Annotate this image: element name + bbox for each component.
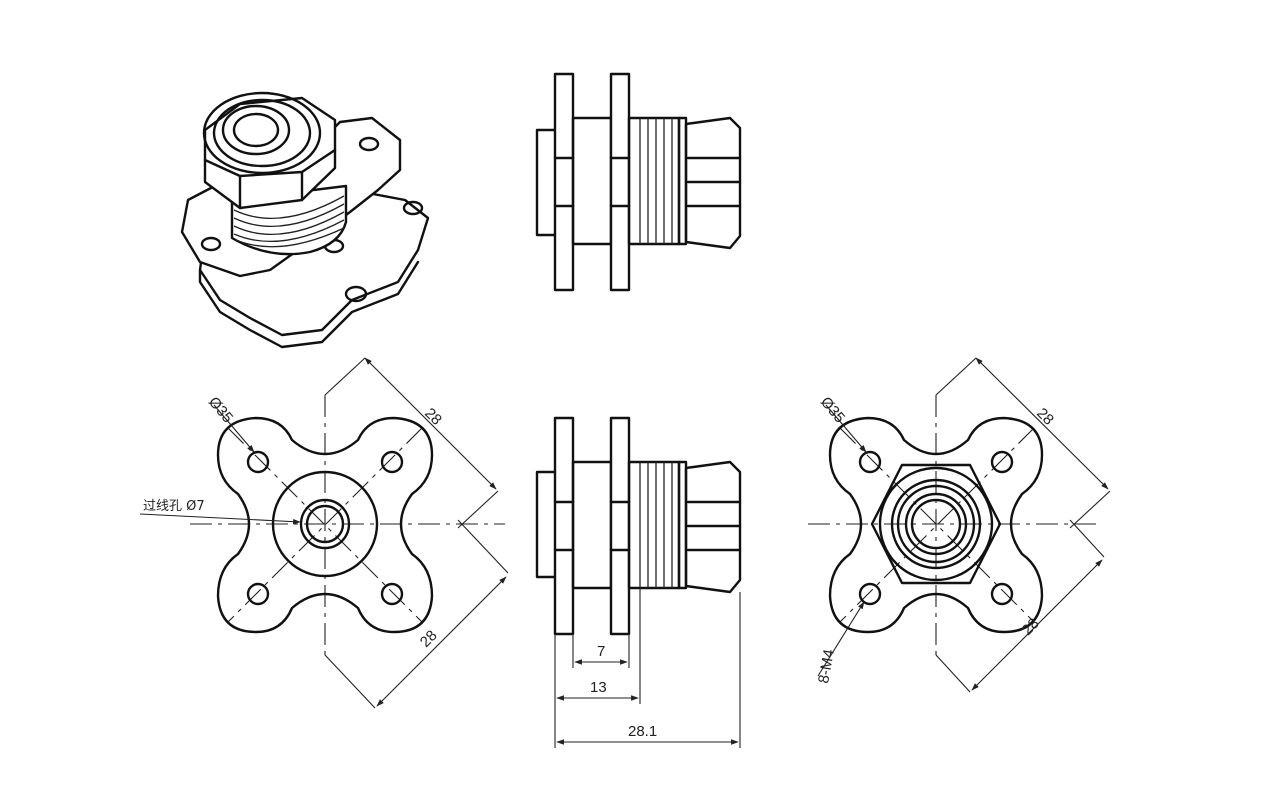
screw-label: 8-M4 [815, 648, 838, 685]
right-span-top-label: 28 [1033, 405, 1057, 429]
side-view-bottom: 7 13 28.1 [535, 416, 742, 748]
left-diameter-label: Ø35 [205, 394, 236, 427]
face-view-right: Ø35 8-M4 28 28 [808, 357, 1111, 693]
face-view-left: Ø35 过线孔 Ø7 28 28 [139, 357, 509, 709]
dim-total-label: 28.1 [628, 723, 657, 740]
isometric-view [180, 91, 430, 349]
dim-inner-label: 7 [597, 643, 605, 660]
right-span-bottom-label: 28 [1019, 615, 1043, 639]
left-span-top-label: 28 [421, 405, 445, 429]
right-diameter-label: Ø35 [817, 394, 848, 427]
side-view-top [535, 72, 742, 292]
center-hole-label: 过线孔 Ø7 [143, 499, 205, 514]
dim-mid-label: 13 [590, 679, 607, 696]
left-span-bottom-label: 28 [417, 627, 441, 651]
